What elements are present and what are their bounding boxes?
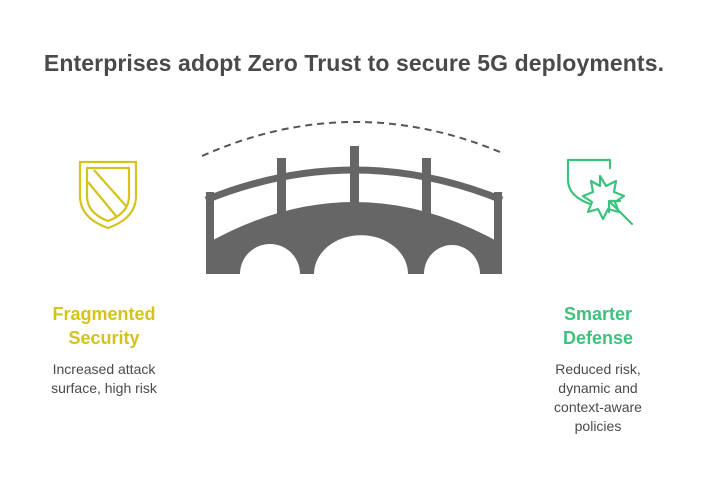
heading-line: Fragmented bbox=[52, 304, 156, 324]
heading-line: Security bbox=[68, 328, 140, 348]
railing-post bbox=[277, 158, 286, 218]
desc-line: surface, high risk bbox=[51, 380, 157, 396]
broken-shield-icon bbox=[78, 160, 138, 230]
desc-line: dynamic and bbox=[558, 380, 638, 396]
fragmented-security-block: Fragmented Security Increased attack sur… bbox=[34, 302, 174, 398]
smarter-defense-block: Smarter Defense Reduced risk, dynamic an… bbox=[528, 302, 668, 436]
heading-line: Smarter bbox=[563, 304, 633, 324]
smarter-defense-heading: Smarter Defense bbox=[528, 302, 668, 350]
smarter-defense-description: Reduced risk, dynamic and context-aware … bbox=[528, 360, 668, 436]
desc-line: Increased attack bbox=[52, 361, 156, 377]
desc-line: Reduced risk, bbox=[555, 361, 641, 377]
shield-impact-icon bbox=[566, 158, 634, 226]
railing-post bbox=[494, 192, 502, 246]
fragmented-security-heading: Fragmented Security bbox=[34, 302, 174, 350]
railing-post bbox=[206, 192, 214, 246]
desc-line: policies bbox=[574, 418, 622, 434]
dashed-arc bbox=[201, 121, 501, 157]
bridge-icon bbox=[201, 121, 504, 274]
fragmented-security-description: Increased attack surface, high risk bbox=[34, 360, 174, 398]
handrail bbox=[204, 166, 504, 204]
bridge-deck bbox=[206, 202, 502, 274]
railing-post bbox=[422, 158, 431, 218]
heading-line: Defense bbox=[562, 328, 634, 348]
page-title: Enterprises adopt Zero Trust to secure 5… bbox=[43, 50, 665, 76]
desc-line: context-aware bbox=[554, 399, 642, 415]
railing-post bbox=[350, 146, 359, 206]
